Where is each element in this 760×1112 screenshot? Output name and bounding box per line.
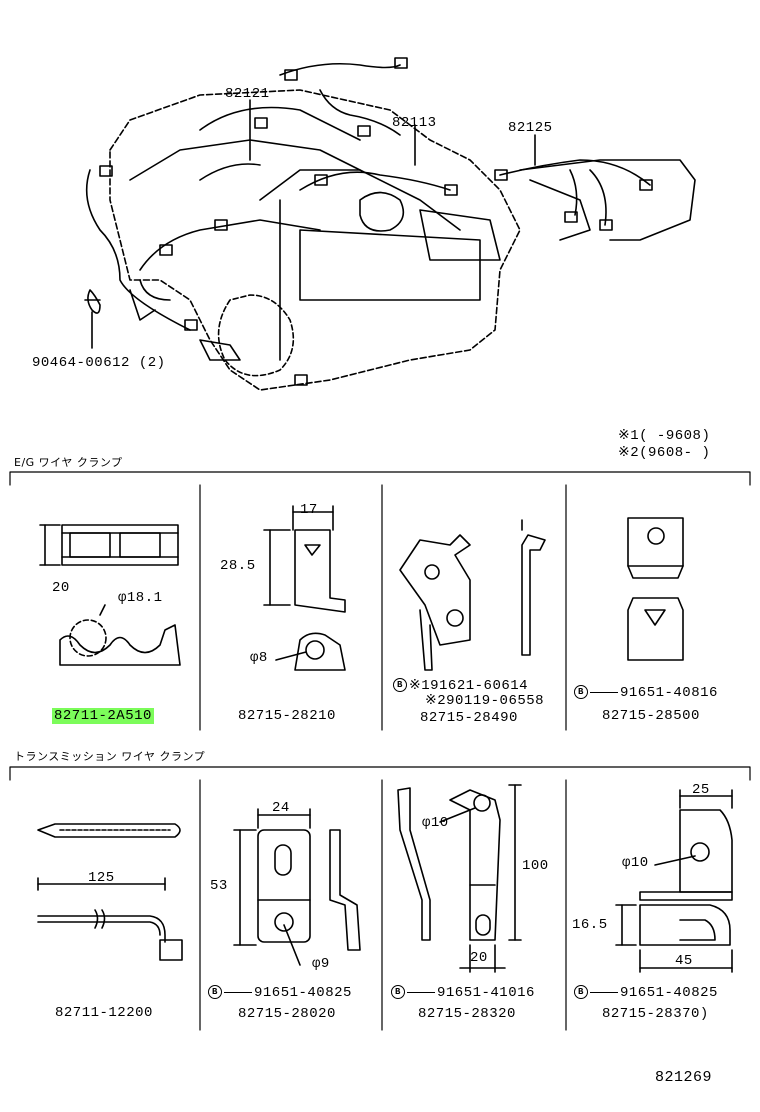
clamp-82715-28020 <box>233 808 361 966</box>
dim-82711-2A510-a: 20 <box>52 580 70 596</box>
dim-82711-12200-l: 125 <box>88 870 115 886</box>
part-number-82715-28020[interactable]: 82715-28020 <box>238 1006 336 1022</box>
dim-82715-28320-w: 20 <box>470 950 488 966</box>
dim-82715-28210-d: φ8 <box>250 650 268 666</box>
label-82121: 82121 <box>225 86 270 102</box>
dim-82715-28370-w: 25 <box>692 782 710 798</box>
part-number-82715-28320[interactable]: 82715-28320 <box>418 1006 516 1022</box>
dim-82715-28210-w: 17 <box>300 502 318 518</box>
ref2-82715-28490: ※290119-06558 <box>425 693 545 709</box>
clamp-82715-28320 <box>397 784 522 973</box>
part-number-82715-28370[interactable]: 82715-28370) <box>602 1006 709 1022</box>
label-90464-00612: 90464-00612 (2) <box>32 355 166 371</box>
part-number-82715-28500[interactable]: 82715-28500 <box>602 708 700 724</box>
illustration-code: 821269 <box>655 1069 713 1086</box>
dim-82715-28020-w: 24 <box>272 800 290 816</box>
clamp-82715-28210 <box>263 505 346 671</box>
dim-82715-28370-l: 45 <box>675 953 693 969</box>
label-82113: 82113 <box>392 115 437 131</box>
section-title-transmission-clamps: トランスミッション ワイヤ クランプ <box>14 750 206 763</box>
label-82125: 82125 <box>508 120 553 136</box>
dim-82715-28370-d: φ10 <box>622 855 649 871</box>
part-number-82715-28210[interactable]: 82715-28210 <box>238 708 336 724</box>
part-number-82711-12200[interactable]: 82711-12200 <box>55 1005 153 1021</box>
legend-note-2: ※2(9608- ) <box>618 445 711 461</box>
part-number-82711-2A510[interactable]: 82711-2A510 <box>52 708 154 724</box>
engine-assembly <box>84 57 696 391</box>
dim-82715-28020-h: 53 <box>210 878 228 894</box>
dim-82715-28020-d: φ9 <box>312 956 330 972</box>
dim-82715-28320-h: 100 <box>522 858 549 874</box>
dim-82715-28370-h: 16.5 <box>572 917 608 933</box>
section-title-engine-clamps: E/G ワイヤ クランプ <box>14 456 123 469</box>
dim-82715-28320-d: φ10 <box>422 815 449 831</box>
ref-82715-28490: B※191621-60614 <box>393 678 528 694</box>
clamp-82715-28500 <box>627 517 684 661</box>
dim-82711-2A510-b: φ18.1 <box>118 590 163 606</box>
clamp-82715-28490 <box>399 519 546 671</box>
clamp-82711-12200 <box>37 823 183 961</box>
part-number-82715-28490[interactable]: 82715-28490 <box>420 710 518 726</box>
clamp-82711-2A510 <box>39 524 181 666</box>
legend-note-1: ※1( -9608) <box>618 428 711 444</box>
clamp-82715-28370 <box>615 789 733 973</box>
dim-82715-28210-h: 28.5 <box>220 558 256 574</box>
